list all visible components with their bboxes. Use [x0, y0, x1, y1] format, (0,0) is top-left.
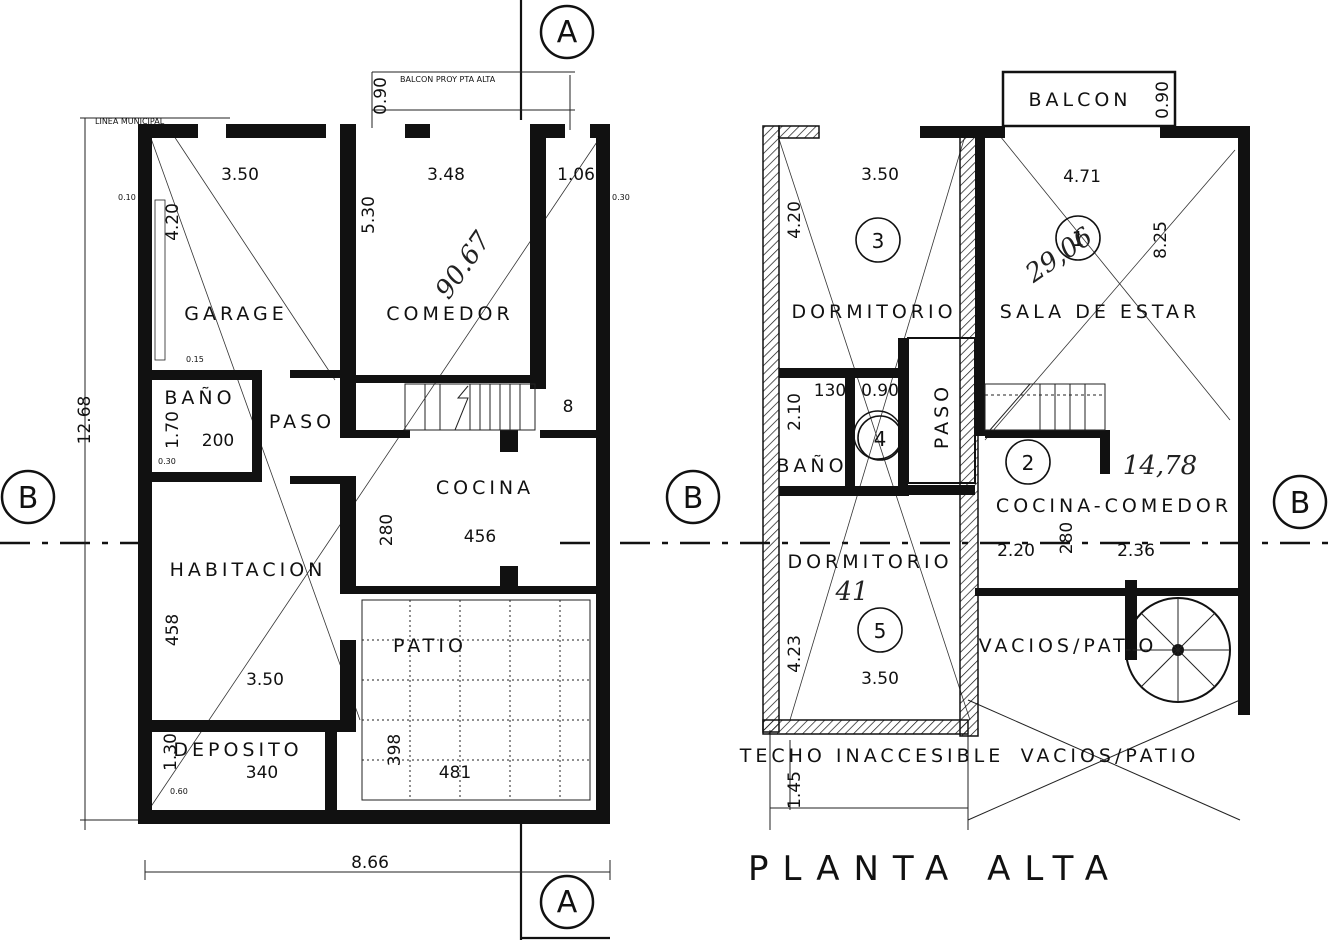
tiny-dim-5: 0.10 — [118, 193, 136, 202]
room-habitacion-label: HABITACION — [170, 559, 327, 581]
dim-sala-width: 4.71 — [1063, 167, 1101, 187]
ground-stair — [404, 383, 536, 431]
dim-sala-height: 8.25 — [1151, 221, 1171, 259]
upper-balcon-label: BALCON — [1028, 89, 1131, 111]
upper-floor-title: PLANTA ALTA — [748, 849, 1122, 889]
dim-deposito-height: 1.30 — [161, 733, 181, 771]
dim-patio-height: 398 — [385, 734, 405, 766]
tiny-dim-2: 0.15 — [186, 355, 204, 364]
dim-dorm5-width: 3.50 — [861, 669, 899, 689]
room-paso-label: PASO — [269, 411, 335, 433]
dim-habitacion-width: 3.50 — [246, 670, 284, 690]
dim-dorm3-width: 3.50 — [861, 165, 899, 185]
dim-dorm5-height: 4.23 — [785, 635, 805, 673]
upper-floor-plan: 3 1 2 4 5 BALCON DORMITORIO SALA DE ESTA… — [739, 70, 1250, 889]
tiny-dim-4: 0.60 — [170, 787, 188, 796]
room-upper-bano-label: BAÑO — [776, 454, 847, 477]
dim-cocina-w1: 2.20 — [997, 541, 1035, 561]
room-deposito-label: DEPOSITO — [173, 739, 302, 761]
vacios-patio-1-label: VACIOS/PATIO — [979, 635, 1158, 657]
room-upper-paso-label: PASO — [931, 383, 953, 449]
section-b-left-label: B — [18, 481, 39, 516]
dim-garage-width: 3.50 — [221, 165, 259, 185]
dim-comedor-width: 3.48 — [427, 165, 465, 185]
room-garage-label: GARAGE — [184, 303, 288, 325]
dim-upper-cocina-height: 280 — [1057, 522, 1077, 554]
dim-habitacion-height: 458 — [163, 614, 183, 646]
room-cocina-label: COCINA — [436, 477, 534, 499]
dim-balcon-depth: 0.90 — [371, 77, 391, 115]
hand-cocina-area: 14,78 — [1123, 451, 1197, 481]
vacios-patio-2-label: VACIOS/PATIO — [1021, 745, 1200, 767]
dim-cocina-w2: 2.36 — [1117, 541, 1155, 561]
dim-upper-bano-height: 2.10 — [785, 393, 805, 431]
room-number-4: 4 — [874, 427, 887, 451]
room-patio-label: PATIO — [393, 635, 467, 657]
room-number-1: 1 — [1072, 227, 1085, 251]
dim-upper-bano-a: 130 — [814, 381, 846, 401]
dim-bano-width: 200 — [202, 431, 234, 451]
patio-grid — [361, 599, 591, 801]
ground-area-note: 90.67 — [430, 226, 498, 305]
dim-upper-bano-b: 0.90 — [861, 381, 899, 401]
dim-techo-height: 1.45 — [785, 771, 805, 809]
dim-deposito-width: 340 — [246, 763, 278, 783]
dim-cocina-width: 456 — [464, 527, 496, 547]
section-b-right-label: B — [1290, 486, 1311, 521]
dim-bano-height: 1.70 — [163, 411, 183, 449]
dim-patio-width: 481 — [439, 763, 471, 783]
room-number-3: 3 — [872, 229, 885, 253]
tiny-dim-1: 0.30 — [158, 457, 176, 466]
dim-upper-balcon-depth: 0.90 — [1153, 81, 1173, 119]
dim-garage-height: 4.20 — [163, 203, 183, 241]
section-marker-a-bottom — [539, 874, 595, 930]
section-marker-b-left — [0, 469, 56, 525]
room-comedor-label: COMEDOR — [386, 303, 513, 325]
ground-floor-plan: LINEA MUNICIPAL BALCON PROY PTA ALTA 12.… — [75, 71, 630, 880]
dim-comedor-height: 5.30 — [359, 196, 379, 234]
room-dormitorio-5-label: DORMITORIO — [787, 551, 952, 573]
section-marker-b-mid — [665, 469, 721, 525]
ground-total-height: 12.68 — [75, 396, 95, 445]
dim-dorm3-height: 4.20 — [785, 201, 805, 239]
room-number-5: 5 — [874, 619, 887, 643]
section-marker-a-top — [539, 4, 595, 60]
dim-cocina-height: 280 — [377, 514, 397, 546]
spiral-stair — [1125, 597, 1231, 703]
ground-total-width: 8.66 — [351, 853, 389, 873]
hand-dorm5-area: 41 — [834, 577, 868, 607]
techo-inaccesible-label: TECHO INACCESIBLE — [739, 745, 1004, 767]
dim-right-width: 1.06 — [557, 165, 595, 185]
room-sala-label: SALA DE ESTAR — [1000, 301, 1201, 323]
tiny-dim-3: 0.30 — [612, 193, 630, 202]
room-bano-label: BAÑO — [164, 386, 235, 409]
section-a-bottom-label: A — [557, 885, 578, 920]
section-a-top-label: A — [557, 15, 578, 50]
linea-municipal-label: LINEA MUNICIPAL — [95, 117, 165, 126]
room-cocina-comedor-label: COCINA-COMEDOR — [996, 495, 1232, 517]
section-marker-b-right — [1272, 474, 1328, 530]
section-b-mid-label: B — [683, 481, 704, 516]
room-number-2: 2 — [1022, 451, 1035, 475]
room-dormitorio-3-label: DORMITORIO — [791, 301, 956, 323]
upper-stair — [984, 383, 1106, 431]
dim-stair-count: 8 — [563, 397, 574, 417]
balcon-projection-label: BALCON PROY PTA ALTA — [400, 75, 496, 84]
hand-sala-area: 29,06 — [1020, 222, 1099, 290]
